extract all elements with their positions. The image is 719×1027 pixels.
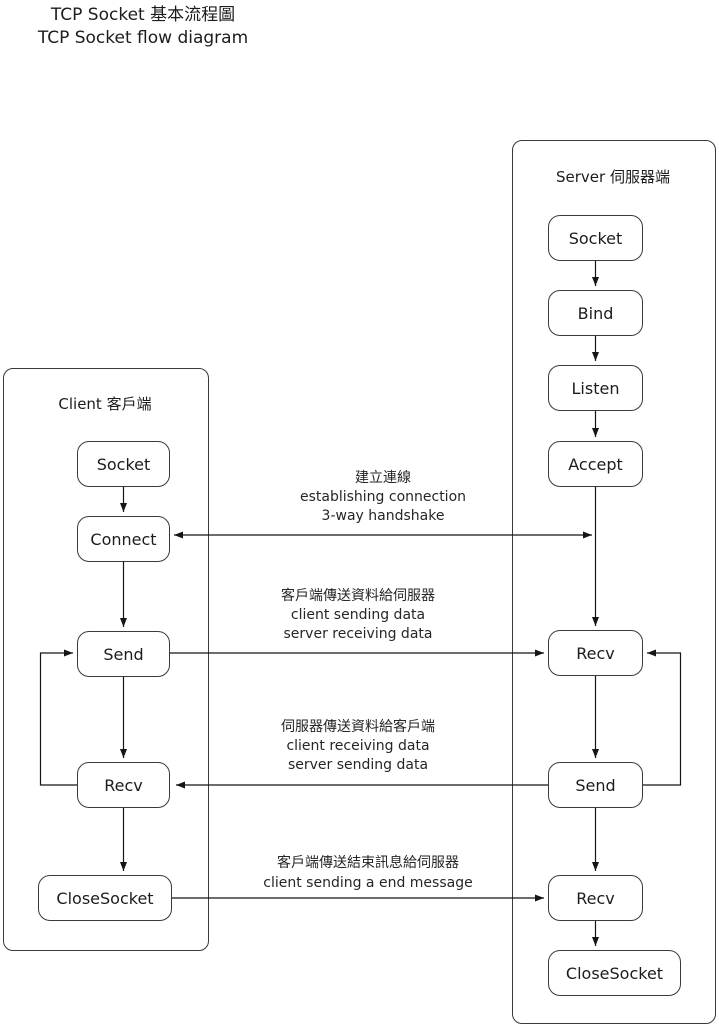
node-client-send: Send [77,631,170,677]
node-server-recv1: Recv [548,630,643,676]
arrow-server-send-recv-loop [643,649,682,786]
label-line: server receiving data [283,626,433,642]
diagram-title-line1: TCP Socket 基本流程圖 [50,5,236,25]
label-line: establishing connection [299,489,467,505]
server-group-header: Server 伺服器端 [556,168,670,186]
node-server-recv2: Recv [548,875,643,921]
client-group-header: Client 客戶端 [58,395,152,413]
label-establish-connection: 建立連線 establishing connection 3-way hands… [233,469,533,526]
label-line: 3-way handshake [321,508,445,524]
node-server-closesocket: CloseSocket [548,950,681,996]
label-line: 客戶端傳送結束訊息給伺服器 [277,855,459,871]
server-group-box [512,140,716,1024]
diagram-title-line2: TCP Socket flow diagram [37,28,249,48]
arrow-client-recv-send-loop [39,649,77,786]
label-line: client sending a end message [263,875,473,891]
label-line: 伺服器傳送資料給客戶端 [281,719,435,735]
node-server-accept: Accept [548,441,643,487]
node-server-bind: Bind [548,290,643,336]
node-client-closesocket: CloseSocket [38,875,172,921]
node-client-socket: Socket [77,441,170,487]
client-group-box [3,368,209,951]
label-line: client receiving data [286,738,430,754]
node-server-send: Send [548,762,643,808]
node-server-listen: Listen [548,365,643,411]
node-server-socket: Socket [548,215,643,261]
label-line: 客戶端傳送資料給伺服器 [281,588,435,604]
label-client-end-message: 客戶端傳送結束訊息給伺服器 client sending a end messa… [218,853,518,893]
label-line: 建立連線 [355,470,411,486]
label-server-send-data: 伺服器傳送資料給客戶端 client receiving data server… [208,718,508,775]
label-line: server sending data [287,757,429,773]
node-client-recv: Recv [77,762,170,808]
label-line: client sending data [290,607,426,623]
diagram-title: TCP Socket 基本流程圖 TCP Socket flow diagram [22,4,264,50]
node-client-connect: Connect [77,516,170,562]
label-client-send-data: 客戶端傳送資料給伺服器 client sending data server r… [208,587,508,644]
